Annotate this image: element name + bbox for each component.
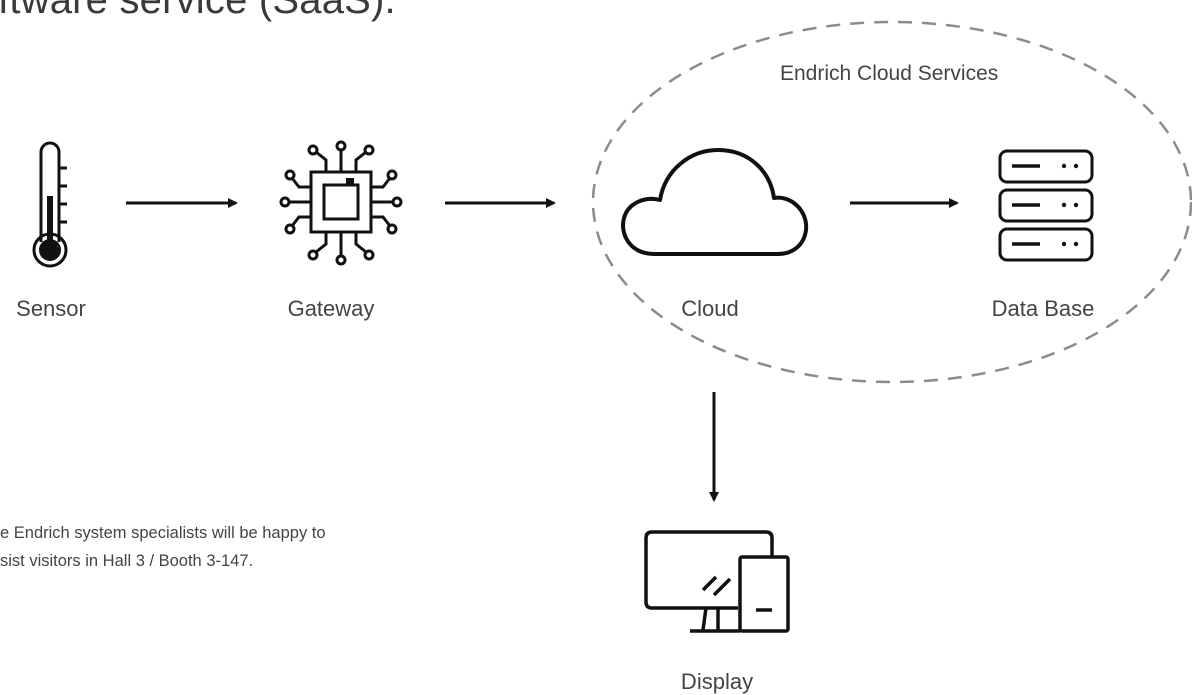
thermometer-icon — [32, 141, 68, 268]
page-heading: ftware service (SaaS). — [0, 0, 396, 22]
booth-info-text: e Endrich system specialists will be hap… — [0, 519, 326, 575]
chip-icon — [279, 140, 403, 266]
cloud-services-boundary — [591, 20, 1192, 384]
sensor-label: Sensor — [16, 296, 86, 321]
display-label: Display — [680, 669, 754, 694]
cloud-label: Cloud — [681, 296, 739, 321]
cloud-icon — [621, 148, 809, 256]
gateway-label: Gateway — [287, 296, 375, 321]
cloud-services-label: Endrich Cloud Services — [780, 62, 999, 85]
booth-info-line-2: sist visitors in Hall 3 / Booth 3-147. — [0, 552, 254, 570]
monitor-phone-icon — [644, 530, 790, 633]
server-stack-icon — [998, 149, 1094, 262]
database-label: Data Base — [991, 296, 1095, 321]
booth-info-line-1: e Endrich system specialists will be hap… — [0, 524, 326, 542]
